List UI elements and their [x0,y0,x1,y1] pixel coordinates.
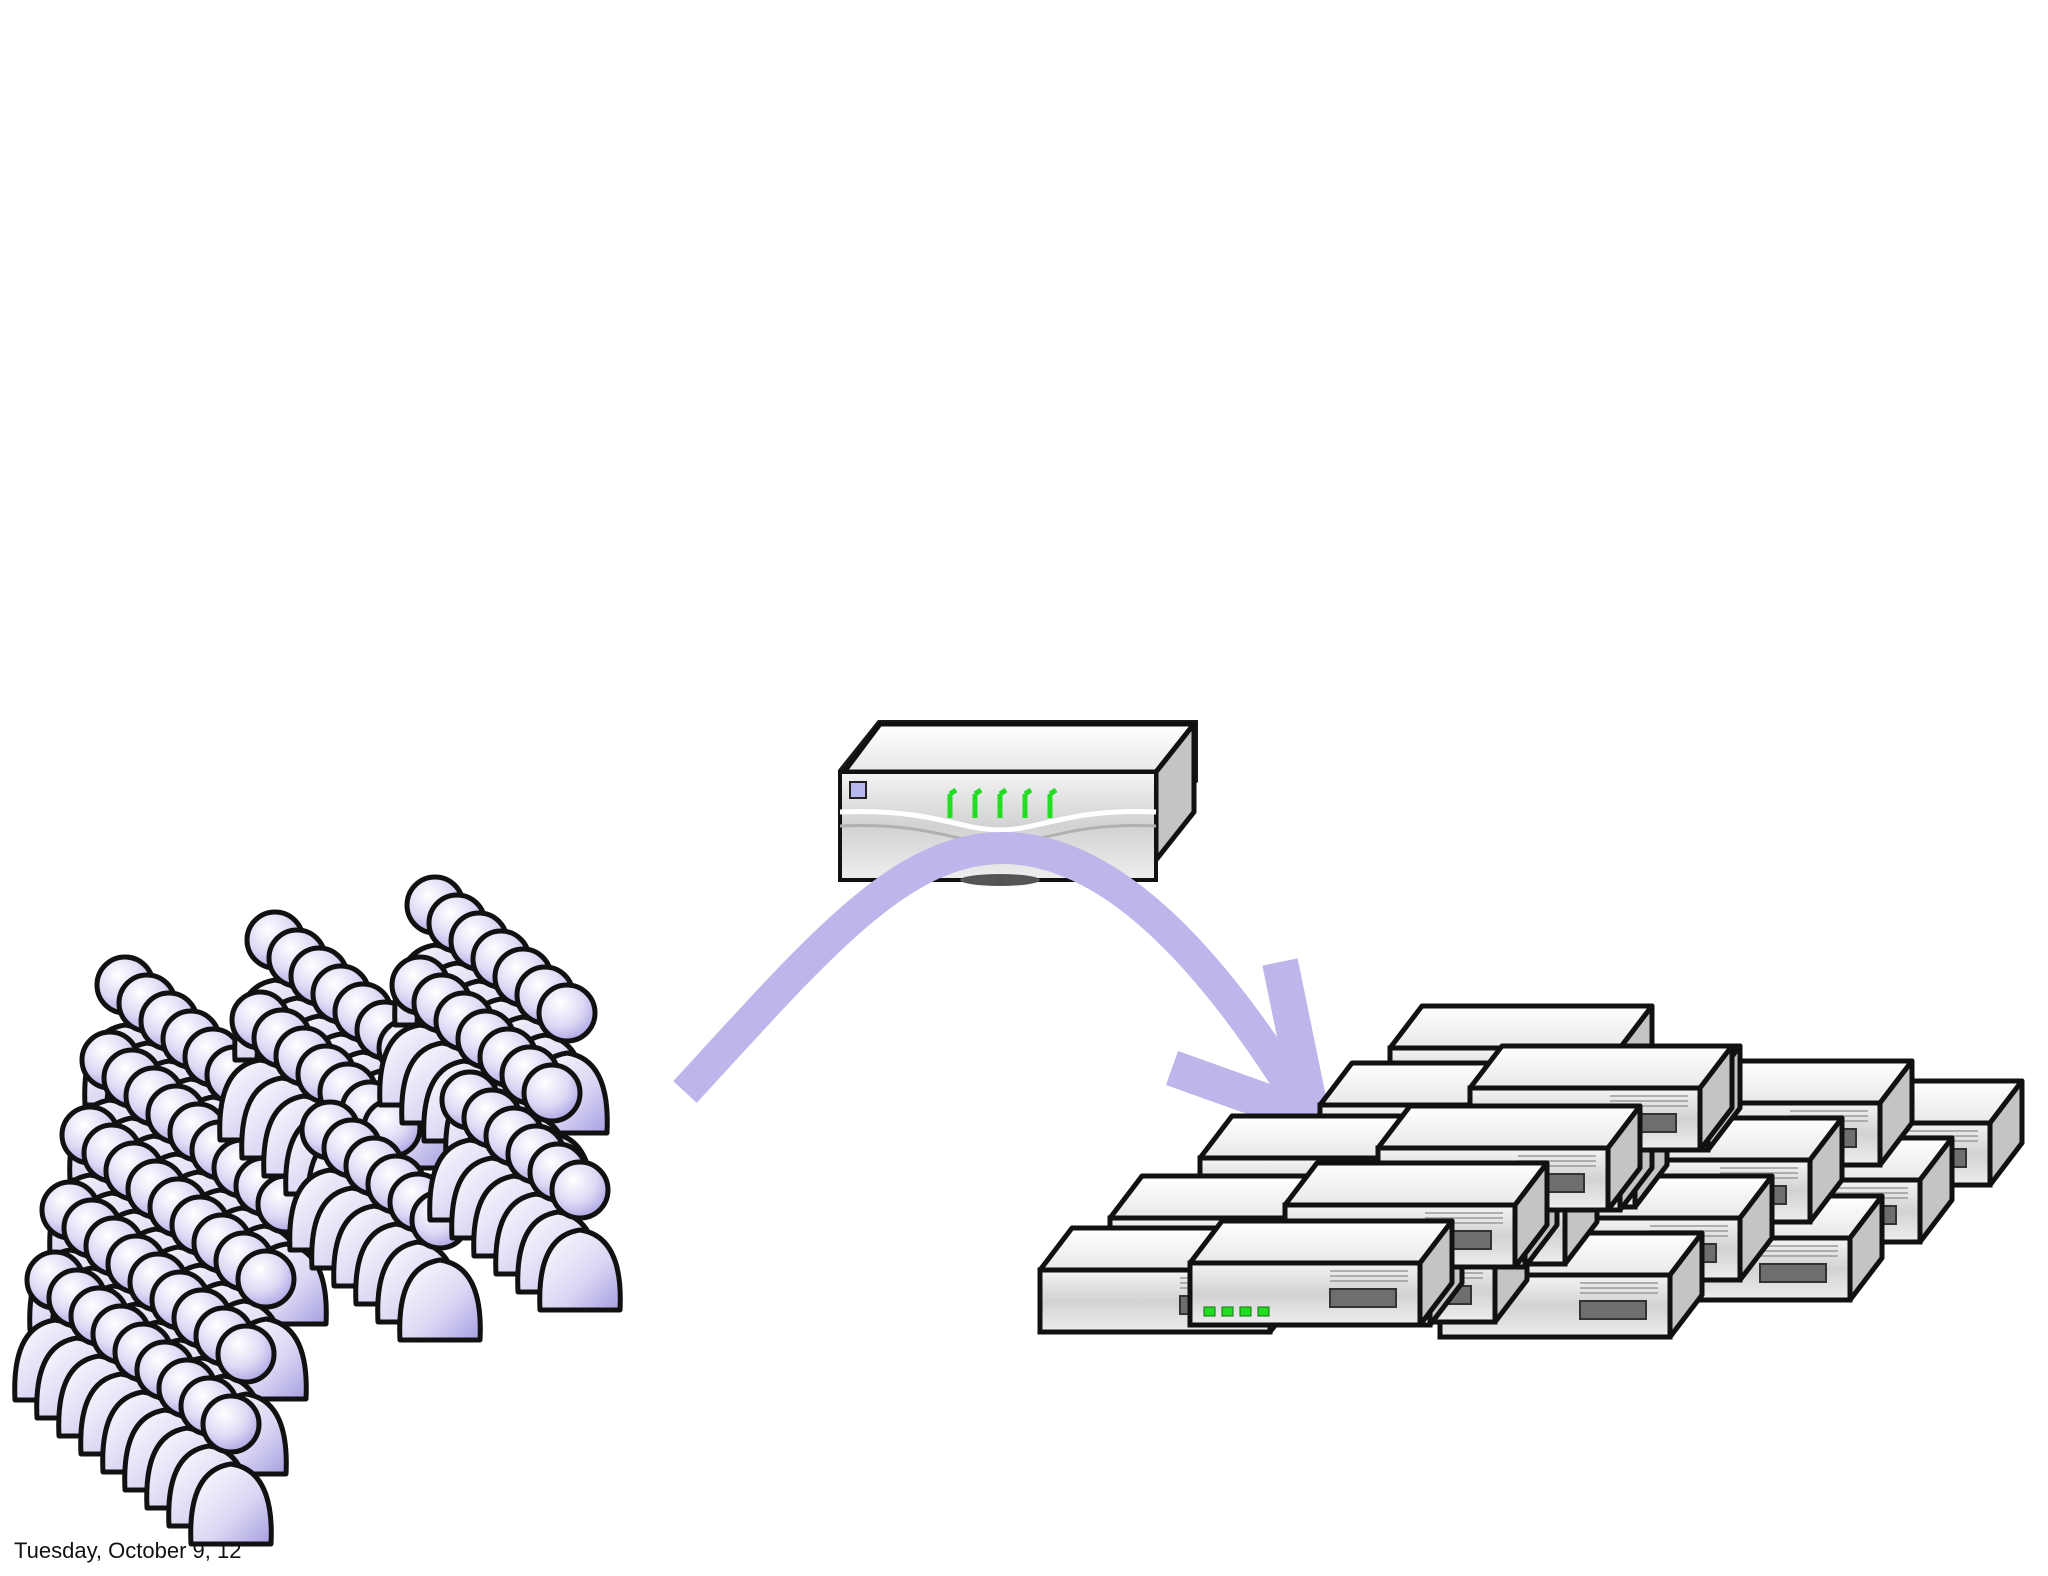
status-led-icon [997,787,1008,818]
person-icon [537,1159,623,1313]
server-farm [1037,1003,2025,1340]
server-icon [1187,1218,1455,1328]
status-led-icon [947,787,958,818]
crowd-of-users [12,874,623,1547]
status-led-icon [1047,787,1058,818]
status-led-icon [972,787,983,818]
footer-date: Tuesday, October 9, 12 [14,1538,241,1563]
person-icon [188,1393,274,1547]
flow-arrow [673,831,1330,1136]
status-led-icon [1022,787,1033,818]
